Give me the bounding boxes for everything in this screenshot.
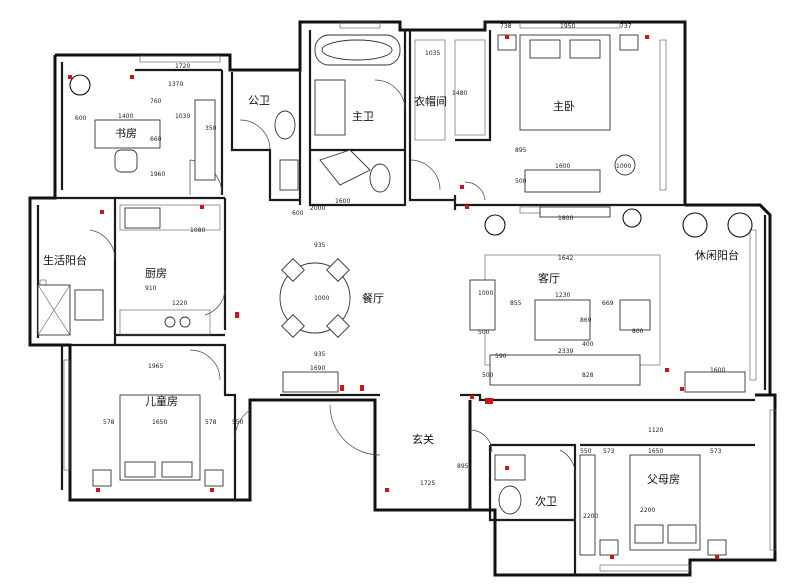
dim-label: 1480: [452, 90, 467, 97]
inner-walls: [55, 30, 755, 575]
room-label-master-bedroom: 主卧: [553, 100, 575, 113]
dim-label: 1000: [314, 295, 329, 302]
room-label-public-bath: 公卫: [248, 94, 270, 107]
dim-label: 578: [103, 419, 115, 426]
dim-label: 350: [205, 125, 217, 132]
dim-label: 1400: [118, 113, 133, 120]
dim-label: 600: [292, 210, 304, 217]
dim-label: 2200: [583, 513, 598, 520]
dim-label: 910: [145, 285, 157, 292]
dim-label: 660: [150, 136, 162, 143]
dim-label: 1370: [168, 81, 183, 88]
room-label-parents-room: 父母房: [647, 473, 680, 486]
plant-icon: [69, 74, 91, 96]
dim-label: 550: [580, 448, 592, 455]
room-label-walk-in-closet: 衣帽间: [414, 94, 447, 108]
room-label-leisure-balcony: 休闲阳台: [695, 248, 739, 262]
dim-label: 869: [580, 317, 592, 324]
dim-label: 573: [710, 448, 722, 455]
dim-label: 1642: [558, 255, 573, 262]
plant-icon: [727, 212, 753, 238]
dim-label: 828: [582, 372, 594, 379]
dim-label: 1600: [710, 367, 725, 374]
room-label-living: 客厅: [538, 271, 560, 285]
room-label-entrance: 玄关: [412, 432, 434, 446]
dim-label: 895: [515, 147, 527, 154]
dim-label: 1030: [175, 113, 190, 120]
dim-label: 1965: [148, 363, 163, 370]
room-label-kitchen: 厨房: [145, 267, 167, 280]
dim-label: 1120: [648, 427, 663, 434]
dim-label: 1600: [555, 163, 570, 170]
plant-icon: [622, 208, 642, 228]
dim-label: 760: [150, 98, 162, 105]
dim-label: 550: [232, 419, 244, 426]
dim-label: 1800: [558, 215, 573, 222]
plant-icon: [484, 214, 506, 236]
dim-label: 895: [457, 463, 469, 470]
furniture: [37, 34, 753, 556]
dim-label: 1950: [560, 23, 575, 30]
dim-label: 935: [314, 351, 326, 358]
dim-label: 1960: [150, 171, 165, 178]
dim-label: 800: [632, 328, 644, 335]
dim-label: 500: [515, 178, 527, 185]
dim-label: 1035: [425, 50, 440, 57]
dim-label: 1720: [175, 63, 190, 70]
dim-label: 935: [314, 242, 326, 249]
dim-label: 1650: [648, 448, 663, 455]
dim-label: 578: [205, 419, 217, 426]
dim-label: 1000: [616, 163, 631, 170]
room-label-second-bath: 次卫: [535, 494, 557, 508]
outlet-markers: [68, 35, 719, 559]
dim-label: 1600: [335, 198, 350, 205]
room-label-kids-room: 儿童房: [145, 394, 178, 408]
dim-label: 400: [582, 341, 594, 348]
dim-label: 738: [500, 23, 512, 30]
room-label-utility-balcony: 生活阳台: [43, 253, 87, 267]
dim-label: 1220: [172, 300, 187, 307]
dim-label: 737: [620, 23, 632, 30]
plant-icon: [682, 212, 708, 238]
dim-label: 2339: [558, 348, 573, 355]
dim-label: 1725: [420, 480, 435, 487]
room-label-study: 书房: [115, 127, 137, 140]
dim-label: 1000: [478, 290, 493, 297]
doors: [89, 79, 576, 481]
room-label-dining: 餐厅: [362, 291, 384, 305]
dim-label: 2200: [640, 507, 655, 514]
dim-label: 855: [510, 300, 522, 307]
dim-label: 1230: [555, 292, 570, 299]
dim-label: 1080: [190, 227, 205, 234]
room-label-master-bath: 主卫: [352, 110, 374, 123]
dim-label: 500: [482, 372, 494, 379]
room-labels: 书房 公卫 主卫 衣帽间 主卧 生活阳台 厨房 餐厅 客厅 休闲阳台 儿童房 玄…: [43, 94, 739, 508]
dim-label: 669: [602, 300, 614, 307]
dim-label: 2000: [310, 205, 325, 212]
dim-label: 1690: [310, 365, 325, 372]
dim-label: 573: [603, 448, 615, 455]
dim-label: 500: [478, 329, 490, 336]
dim-label: 1650: [152, 419, 167, 426]
dim-label: 590: [495, 353, 507, 360]
dim-label: 600: [75, 115, 87, 122]
dimension-labels: 1720 1370 1400 1030 600 760 350 660 1960…: [75, 23, 725, 520]
